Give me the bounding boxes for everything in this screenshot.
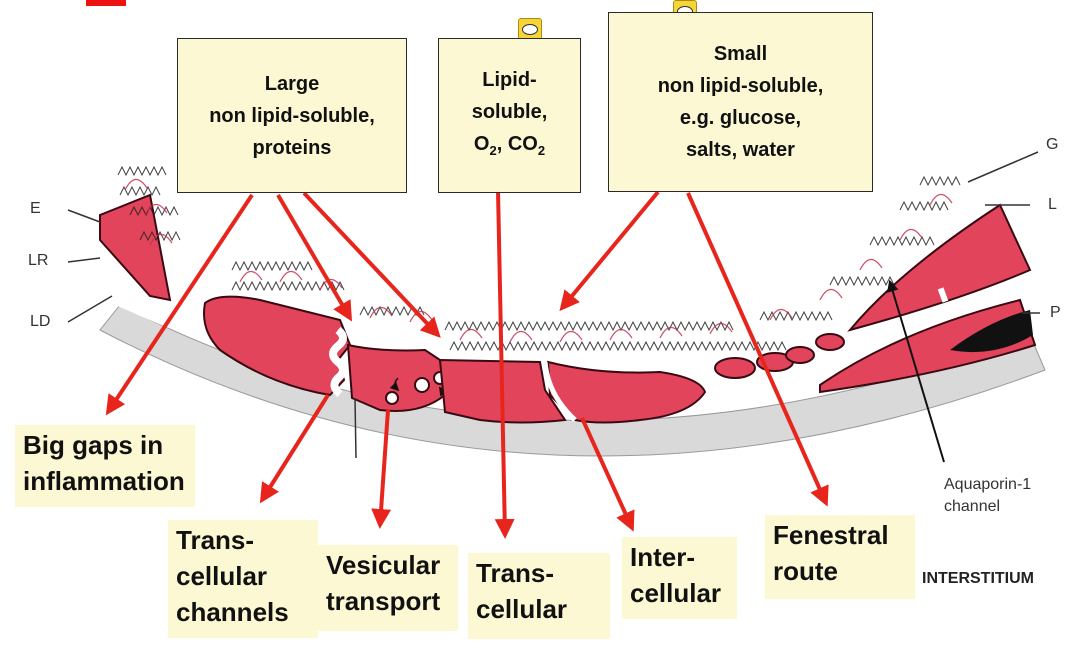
glycocalyx (117, 165, 961, 352)
label-E: E (30, 200, 41, 217)
route-intercellular: Inter- cellular (622, 537, 737, 619)
label-P: P (1050, 304, 1061, 321)
gas-sep: , CO (496, 133, 538, 155)
box-text: e.g. glucose, (679, 107, 802, 129)
box-text: salts, water (686, 139, 795, 161)
arrow-intercellular (580, 417, 635, 532)
endothelial-cell-left (99, 193, 172, 302)
arrow-large-to-vesicle (302, 191, 441, 338)
gas-o: O (473, 133, 490, 155)
label-LD: LD (30, 313, 51, 330)
endothelial-cell-main (203, 295, 352, 397)
route-vesicular: Vesicular transport (318, 545, 458, 631)
aquaporin-text: channel (944, 498, 1001, 515)
gas-co-subscript: 2 (537, 143, 546, 158)
comment-icon[interactable] (518, 18, 542, 40)
route-transcellular: Trans- cellular (468, 553, 610, 639)
leader-E (67, 209, 101, 223)
route-text: cellular (630, 578, 722, 608)
aquaporin-text: Aquaporin-1 (944, 476, 1032, 493)
route-text: channels (176, 597, 289, 627)
aquaporin-gap (875, 261, 887, 277)
box-text: non lipid-soluble, (657, 75, 824, 97)
endothelial-cell-right (546, 360, 707, 424)
accent-mark (86, 0, 126, 6)
box-text: Small (713, 43, 768, 65)
route-text: Inter- (630, 542, 695, 572)
box-lipid-soluble: Lipid- soluble, O2, CO2 (438, 38, 581, 193)
box-text: proteins (252, 136, 332, 159)
leader-G (967, 151, 1039, 183)
route-text: route (773, 556, 838, 586)
route-text: Vesicular (326, 550, 441, 580)
vesicle (385, 391, 399, 405)
box-text: soluble, (471, 101, 548, 123)
label-LR: LR (28, 252, 49, 269)
label-L: L (1048, 196, 1057, 213)
label-interstitium: INTERSTITIUM (922, 570, 1034, 587)
route-text: Big gaps in (23, 430, 164, 460)
arrow-vesicular (371, 409, 392, 529)
nucleus (950, 310, 1033, 353)
route-text: cellular (476, 594, 568, 624)
arrow-big-gaps (105, 193, 254, 416)
vesicle-arrow (389, 377, 400, 392)
route-fenestral: Fenestral route (765, 515, 915, 599)
aquaporin-gap (937, 287, 949, 303)
route-big-gaps: Big gaps in inflammation (15, 425, 195, 507)
box-small-solutes: Small non lipid-soluble, e.g. glucose, s… (608, 12, 873, 192)
box-text: non lipid-soluble, (209, 104, 375, 127)
box-large-proteins: Large non lipid-soluble, proteins (177, 38, 407, 193)
leader-LR (67, 257, 101, 263)
route-transcellular-channels: Trans- cellular channels (168, 520, 318, 638)
box-text: Lipid- (482, 69, 537, 91)
label-aquaporin: Aquaporin-1 channel (944, 474, 1031, 518)
aquaporin-arrow (887, 279, 945, 463)
box-text: Large (264, 72, 320, 95)
intercellular-cleft (542, 361, 577, 422)
route-text: transport (326, 586, 441, 616)
label-G: G (1046, 136, 1059, 153)
pericyte (819, 298, 1037, 394)
transcellular-channel (329, 326, 347, 398)
fenestra-blob (815, 333, 845, 351)
arrow-fenestral (686, 192, 829, 507)
fenestra-blob (785, 346, 815, 364)
arrow-transcellular-channels (259, 393, 330, 504)
route-text: inflammation (23, 466, 185, 496)
leader-LD (67, 295, 113, 323)
route-text: Fenestral (773, 520, 889, 550)
arrow-small-to-surface (559, 190, 660, 312)
arrow-large-to-channel (276, 193, 353, 322)
glycocalyx-loops (124, 178, 953, 343)
route-text: Trans- (176, 525, 255, 555)
gas-o-subscript: 2 (489, 143, 497, 158)
vesicle (414, 377, 430, 393)
leader-cell-edge (354, 397, 357, 459)
arrow-transcellular (494, 189, 515, 539)
fenestra-blob (714, 357, 756, 379)
route-text: cellular (176, 561, 268, 591)
gas-formula: O2, CO2 (472, 128, 548, 167)
route-text: Trans- (476, 558, 555, 588)
